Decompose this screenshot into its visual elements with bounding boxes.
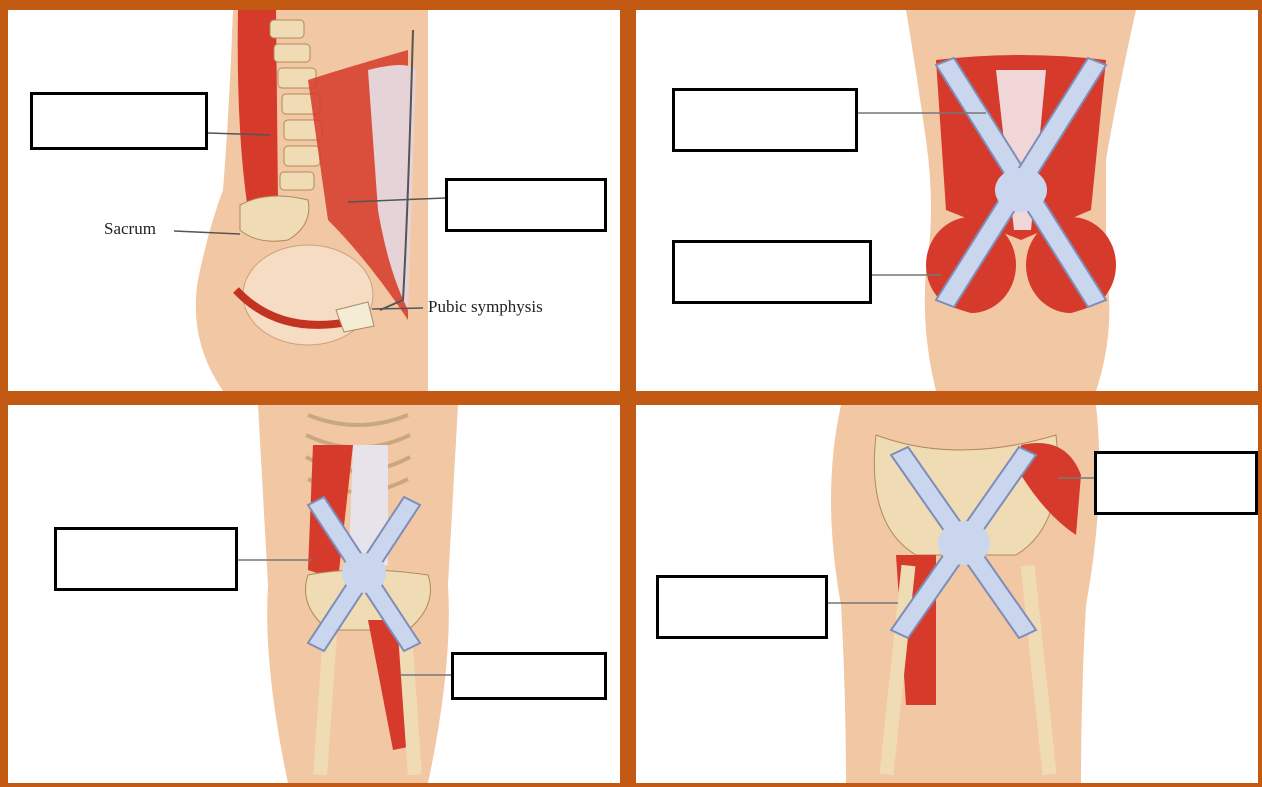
- answer-box-back-muscle[interactable]: [30, 92, 208, 150]
- answer-box-adductor[interactable]: [451, 652, 607, 700]
- answer-box-gluteus-medius[interactable]: [1094, 451, 1258, 515]
- anterior-trunk-illustration: [8, 405, 620, 783]
- answer-box-hamstring[interactable]: [656, 575, 828, 639]
- answer-box-gluteus[interactable]: [672, 240, 872, 304]
- answer-box-abdominal-muscle[interactable]: [445, 178, 607, 232]
- panel-lateral-trunk: Sacrum Pubic symphysis: [8, 10, 620, 391]
- panel-posterior-trunk: [636, 10, 1258, 391]
- answer-box-oblique[interactable]: [54, 527, 238, 591]
- panel-posterior-hip: [636, 405, 1258, 783]
- pubic-symphysis-label: Pubic symphysis: [428, 297, 543, 317]
- sacrum-label: Sacrum: [104, 219, 156, 239]
- answer-box-latissimus[interactable]: [672, 88, 858, 152]
- posterior-trunk-illustration: [636, 10, 1258, 391]
- panel-anterior-trunk-hip: [8, 405, 620, 783]
